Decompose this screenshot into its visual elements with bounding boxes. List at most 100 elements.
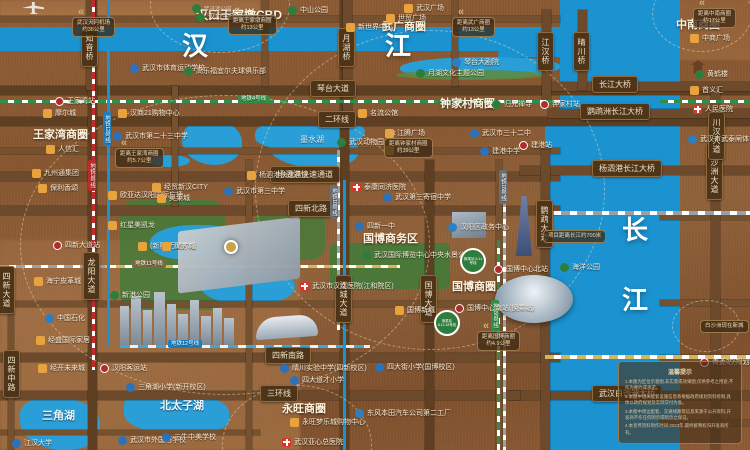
poi-park[interactable]: 海洋公园 — [560, 262, 600, 272]
poi-hosp[interactable]: 武汉亚心总医院 — [282, 437, 343, 447]
transfer-badge-guobo-south[interactable]: 换乘站 6.12.16号线 — [434, 310, 460, 336]
poi-station[interactable]: 钟家村站 — [540, 99, 580, 109]
poi-gov[interactable]: 武汉市武泰闸体育馆 — [688, 134, 750, 144]
poi-shop[interactable]: 名流公馆 — [358, 108, 398, 118]
poi-shop[interactable]: 新世界中心 — [346, 22, 393, 32]
poi-shop[interactable]: 欧亚达汉阳国际广场 — [108, 190, 183, 200]
poi-school[interactable]: 武汉市体育运动学校 — [130, 63, 205, 73]
poi-school[interactable]: 四大街小学(国博校区) — [375, 362, 455, 372]
shop-icon — [157, 193, 166, 203]
poi-shop[interactable]: 人信汇 — [46, 144, 79, 154]
poi-shop[interactable]: 永旺梦乐城购物中心 — [290, 417, 365, 427]
poi-shop[interactable]: 奥莱城 — [157, 193, 190, 203]
poi-school[interactable]: 四新一中 — [355, 221, 395, 231]
project-location-marker[interactable] — [224, 240, 238, 254]
park-icon — [184, 66, 193, 76]
road-tag-changjiang-bridge[interactable]: 长江大桥 — [592, 76, 638, 93]
road-tag-sixinbei[interactable]: 四新北路 — [288, 200, 334, 217]
poi-shop[interactable]: 优秀城 — [162, 241, 195, 251]
chevron-left-icon: « — [234, 4, 241, 16]
road-tag-sixinnan[interactable]: 四新南路 — [265, 347, 311, 364]
road-tag-jiangcheng[interactable]: 江城大道 — [335, 275, 352, 323]
road-tag-yingwuzhou-bridge[interactable]: 鹦鹉洲长江大桥 — [580, 103, 650, 120]
poi-shop[interactable]: 红星美凯龙 — [108, 220, 155, 230]
poi-station[interactable]: 建港站 — [519, 140, 552, 150]
poi-shop[interactable]: 保利香颂 — [38, 183, 78, 193]
road-tag-sixin-dadao[interactable]: 四新大道 — [0, 266, 15, 314]
shop-icon — [690, 85, 699, 95]
poi-school[interactable]: 武汉市三十二中 — [470, 128, 531, 138]
poi-school[interactable]: 三角湖小学(新开校区) — [126, 382, 206, 392]
poi-shop[interactable]: 经盛国际家居 — [36, 335, 90, 345]
poi-road[interactable]: 杨泗港快速通道 — [247, 170, 308, 180]
poi-school[interactable]: 武汉市外国语学校 — [118, 435, 186, 445]
poi-park[interactable]: 黄鹤楼 — [695, 69, 728, 79]
metro-label-line10: 地铁10号线 — [330, 185, 339, 220]
poi-shop[interactable]: 首义汇 — [690, 85, 723, 95]
poi-station[interactable]: 国博中心北站 — [494, 264, 548, 274]
poi-park[interactable]: 中山公园 — [288, 5, 328, 15]
info-badge: 项目距离长江约700米 — [543, 230, 607, 243]
road-tag-sixin-zhonglu[interactable]: 四新中路 — [3, 350, 20, 398]
poi-station[interactable]: 王家湾站 — [55, 96, 95, 106]
poi-park[interactable]: 归元禅寺 — [492, 99, 532, 109]
poi-shop[interactable]: 经开未来城 — [38, 363, 85, 373]
poi-shop[interactable]: 国博新城 — [395, 305, 435, 315]
poi-hosp[interactable]: 泰康同济医院 — [352, 182, 406, 192]
poi-label: 九州通集团 — [44, 170, 79, 177]
poi-school[interactable]: 三牛中美学校 — [162, 432, 216, 442]
poi-station[interactable]: 四新大道站 — [53, 240, 100, 250]
notice-box: 温馨提示 1.本图为区位示意图,非实景或效果图,仅供参考之用途,不作为要约或承诺… — [618, 361, 742, 444]
road-tag-yuehu-bridge[interactable]: 月湖桥 — [338, 28, 355, 67]
poi-shop[interactable]: 武汉广场 — [404, 3, 444, 13]
road-tag-longyang[interactable]: 龙阳大道 — [83, 252, 100, 300]
poi-park[interactable]: 新港公园 — [110, 290, 150, 300]
road-tag-erhuan[interactable]: 二环线 — [318, 111, 356, 128]
poi-gov[interactable]: 汉阳区政务中心 — [448, 222, 509, 232]
poi-gov[interactable]: 东风本田汽车公司第二工厂 — [355, 408, 451, 418]
transfer-badge-guobo-north[interactable]: 换乘站 6.11号线 — [460, 248, 486, 274]
poi-shop[interactable]: 世贸广场 — [386, 13, 426, 23]
poi-shop[interactable]: 海宁皮革城 — [34, 276, 81, 286]
road-tag-qintai[interactable]: 琴台大道 — [310, 80, 356, 97]
distance-badge-value: 约39公里 — [396, 147, 420, 154]
road-tag-yangsigang-bridge[interactable]: 杨泗港长江大桥 — [592, 160, 662, 177]
poi-park[interactable]: 武汉动物园 — [337, 137, 384, 147]
road-tag-yangsigang[interactable]: 杨泗港快速通道 — [270, 166, 340, 183]
poi-shop[interactable]: 摩尔城 — [43, 108, 76, 118]
poi-label: 归元禅寺 — [504, 101, 532, 108]
poi-shop[interactable]: 经贸新汉CITY — [152, 182, 208, 192]
poi-gov[interactable]: 琴台大剧院 — [452, 57, 499, 67]
poi-gov[interactable]: 中国石化 — [45, 313, 85, 323]
road-tag-chuanhan[interactable]: 川汉大道 — [708, 112, 725, 160]
poi-school[interactable]: 武汉市第二十三中学 — [113, 131, 188, 141]
poi-school[interactable]: 武汉第三寄宿中学 — [383, 192, 451, 202]
poi-shop[interactable]: 九州通集团 — [32, 168, 79, 178]
poi-park[interactable]: 武汉国际博览中心中央水景公园 — [362, 250, 472, 260]
park-icon — [288, 5, 297, 15]
poi-school[interactable]: 江汉大学 — [12, 438, 52, 448]
poi-shop[interactable]: 江腾广场 — [385, 128, 425, 138]
road-tag-sanhuan[interactable]: 三环线 — [260, 385, 298, 402]
poi-park[interactable]: 梦泽湖公园 — [192, 4, 232, 13]
poi-park[interactable]: 高乐福宜尔夫球俱乐部 — [184, 66, 266, 76]
poi-school[interactable]: 建港中学 — [480, 146, 520, 156]
poi-school[interactable]: 武汉市第三中学 — [224, 186, 285, 196]
poi-park[interactable]: 月湖文化主题公园 — [416, 68, 484, 78]
poi-school[interactable]: 晴川实验中学(四新校区) — [280, 363, 367, 373]
poi-shop[interactable]: 汉商21购物中心 — [118, 108, 180, 118]
poi-station[interactable]: 国博中心南站(换乘站) — [455, 303, 535, 313]
poi-school[interactable]: 四大道才小学 — [290, 375, 344, 385]
poi-shop[interactable]: (新阳)万达广场 — [138, 241, 197, 251]
road-tag-guobo[interactable]: 国博大道 — [420, 275, 437, 323]
poi-hosp[interactable]: 武汉市汉南医院(江和院区) — [300, 281, 394, 291]
metro-label-line12b: 地铁12号线 — [168, 340, 203, 349]
distance-badge: 距离钟家村商圈约39公里 — [384, 138, 433, 158]
road-tag-qingchuan-bridge[interactable]: 晴川桥 — [573, 32, 590, 71]
road-tag-jianghan-bridge[interactable]: 江汉桥 — [537, 32, 554, 71]
water-label-chang: 长 — [622, 215, 651, 245]
distance-badge-name: 武汉天河机场 — [77, 20, 111, 26]
poi-station[interactable]: 汉阳客运站 — [100, 363, 147, 373]
poi-shop[interactable]: 中商广场 — [690, 33, 730, 43]
poi-hosp[interactable]: 人民医院 — [693, 104, 733, 114]
